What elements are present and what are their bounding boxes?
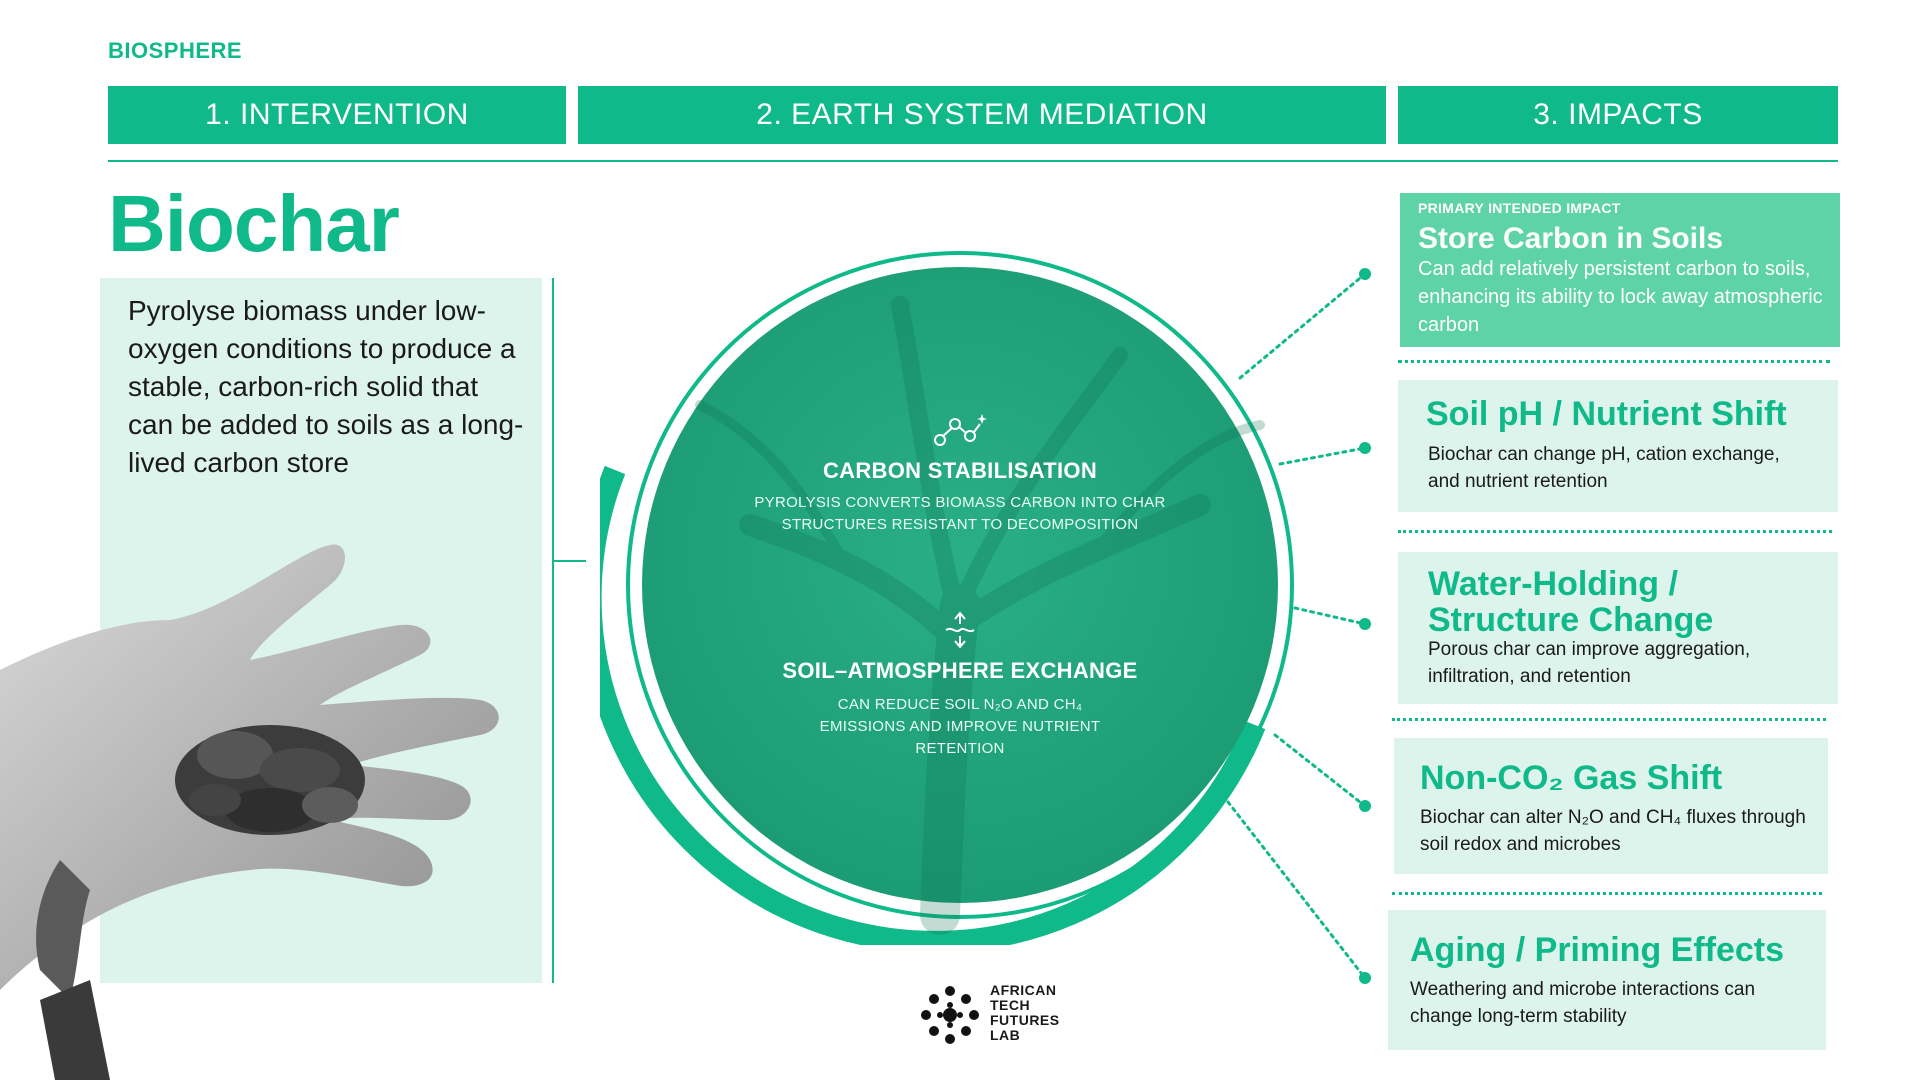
logo-text-line: FUTURES	[990, 1012, 1060, 1028]
tree-silhouette-icon	[695, 296, 1265, 935]
impact-connectors	[1226, 268, 1371, 984]
primary-impact-description: Can add relatively persistent carbon to …	[1418, 258, 1823, 336]
molecule-icon	[934, 414, 987, 446]
impact-card: Soil pH / Nutrient Shift Biochar can cha…	[1398, 380, 1838, 512]
impact-title: Soil pH / Nutrient Shift	[1426, 395, 1787, 433]
impact-divider	[1398, 530, 1832, 533]
logo-text-line: AFRICAN	[990, 982, 1057, 998]
logo-text-line: LAB	[990, 1027, 1021, 1043]
column-header-label: 3. IMPACTS	[1533, 98, 1703, 131]
column-header-mediation: 2. EARTH SYSTEM MEDIATION	[578, 86, 1386, 144]
impact-card: Water-Holding / Structure Change Porous …	[1398, 552, 1838, 704]
impact-title: Non-CO₂ Gas Shift	[1420, 759, 1723, 797]
impact-divider	[1392, 892, 1822, 895]
logo-text: AFRICAN TECH FUTURES LAB	[990, 983, 1060, 1043]
impact-description: Porous char can improve aggregation, inf…	[1428, 639, 1751, 687]
mediation-title: CARBON STABILISATION	[822, 458, 1098, 483]
mediation-node-exchange: SOIL–ATMOSPHERE EXCHANGE CAN REDUCE SOIL…	[700, 610, 1220, 760]
impact-description: Biochar can change pH, cation exchange, …	[1428, 444, 1780, 492]
column-header-impacts: 3. IMPACTS	[1398, 86, 1838, 144]
logo-text-line: TECH	[990, 997, 1031, 1013]
impact-divider	[1392, 718, 1826, 721]
mediation-description: CAN REDUCE SOIL N₂O AND CH₄ EMISSIONS AN…	[819, 696, 1101, 757]
primary-impact-title: Store Carbon in Soils	[1418, 222, 1724, 255]
hand-holding-biochar-image	[0, 544, 499, 1080]
intervention-connector	[552, 560, 586, 562]
mediation-description: PYROLYSIS CONVERTS BIOMASS CARBON INTO C…	[754, 494, 1166, 533]
header-divider	[108, 160, 1838, 162]
impact-divider	[1398, 360, 1830, 363]
impact-card: Aging / Priming Effects Weathering and m…	[1388, 910, 1826, 1050]
intervention-description: Pyrolyse biomass under low-oxygen condit…	[128, 295, 524, 478]
impact-card: Non-CO₂ Gas Shift Biochar can alter N₂O …	[1394, 738, 1828, 874]
mediation-node-carbon: CARBON STABILISATION PYROLYSIS CONVERTS …	[700, 410, 1220, 536]
impact-title: Water-Holding / Structure Change	[1428, 565, 1714, 639]
section-label: BIOSPHERE	[108, 38, 243, 63]
intervention-divider	[552, 278, 554, 983]
exchange-arrows-icon	[945, 611, 975, 649]
column-header-label: 2. EARTH SYSTEM MEDIATION	[756, 98, 1208, 131]
column-header-intervention: 1. INTERVENTION	[108, 86, 566, 144]
impact-description: Biochar can alter N₂O and CH₄ fluxes thr…	[1420, 807, 1806, 855]
impact-description: Weathering and microbe interactions can …	[1410, 979, 1756, 1027]
primary-impact-card	[1400, 193, 1840, 347]
mediation-circle	[600, 251, 1294, 945]
column-header-label: 1. INTERVENTION	[205, 98, 469, 131]
impact-title: Aging / Priming Effects	[1410, 931, 1785, 969]
primary-impact-kicker: PRIMARY INTENDED IMPACT	[1418, 200, 1621, 216]
african-tech-futures-lab-logo-icon	[921, 986, 979, 1044]
intervention-title: Biochar	[108, 179, 400, 268]
mediation-title: SOIL–ATMOSPHERE EXCHANGE	[782, 658, 1138, 683]
